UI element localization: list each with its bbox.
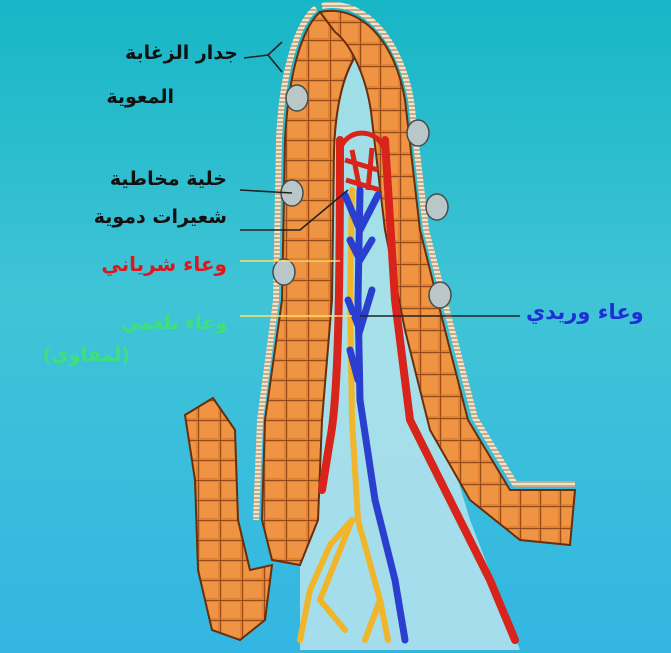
label-arterial-vessel: وعاء شرياني — [101, 252, 227, 276]
label-blood-capillaries: شعيرات دموية — [94, 206, 227, 228]
label-lymph-vessel: وعاء بلغمي — [121, 312, 227, 334]
leader-villus-wall — [244, 42, 282, 72]
label-villus-wall: جدار الزغابة — [125, 42, 238, 64]
label-villus-wall-line2: المعوية — [106, 86, 174, 108]
label-mucosal-cell: خلية مخاطية — [110, 168, 227, 190]
label-lymph-vessel-line2: (لمفاوي) — [43, 344, 130, 366]
label-venous-vessel: وعاء وريدي — [526, 300, 644, 324]
